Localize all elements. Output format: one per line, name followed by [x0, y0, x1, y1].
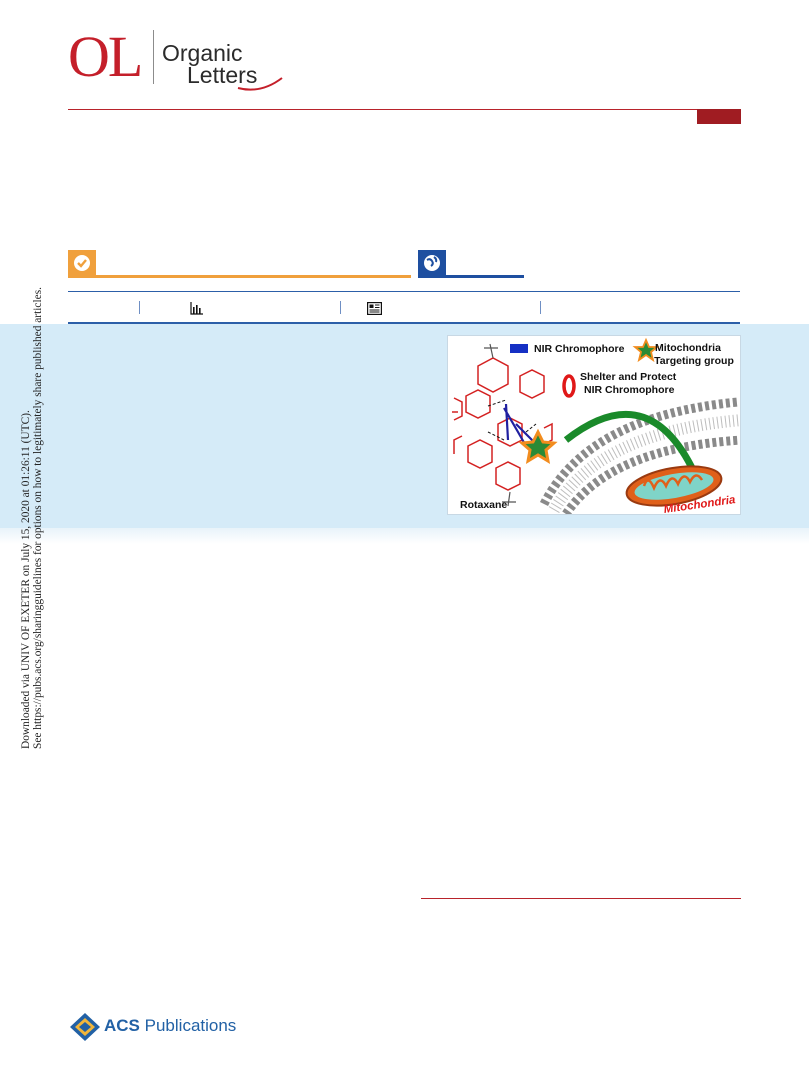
mitochondrion: [625, 465, 723, 507]
shelter-line2: NIR Chromophore: [584, 384, 675, 396]
bar-chart-icon[interactable]: [190, 302, 204, 315]
legend-mito-line1: Mitochondria: [655, 342, 721, 354]
legend-nir-label: NIR Chromophore: [534, 343, 625, 355]
publisher-name-part2: Publications: [144, 1016, 237, 1035]
shelter-ring-icon: [562, 374, 576, 398]
acs-shield-icon: [70, 1013, 100, 1041]
publisher-name: ACS Publications: [104, 1016, 236, 1036]
metrics-divider: [540, 301, 541, 314]
nir-chromophore-swatch: [510, 344, 528, 353]
logo-separator: [153, 30, 154, 84]
globe-badge[interactable]: [418, 250, 446, 276]
metrics-divider: [340, 301, 341, 314]
metrics-bar-top-rule: [68, 291, 740, 292]
check-badge-underline: [68, 275, 411, 278]
globe-badge-underline: [418, 275, 524, 278]
globe-icon: [424, 255, 440, 271]
journal-name-line2: Letters: [187, 62, 258, 88]
metrics-divider: [139, 301, 140, 314]
legend-mito-line2: Targeting group: [654, 355, 734, 367]
abstract-panel-fade: [0, 528, 809, 544]
legend-star-icon: [632, 337, 660, 363]
header-rule: [68, 109, 740, 110]
header-corner-tag: [697, 109, 741, 124]
metrics-bar-bottom-rule: [68, 322, 740, 324]
download-note-line2[interactable]: See https://pubs.acs.org/sharingguidelin…: [32, 287, 44, 749]
targeting-group-star: [518, 428, 558, 464]
transport-arrow: [563, 411, 698, 474]
journal-logo-mark: OL: [68, 24, 143, 89]
membrane-bilayer: [539, 397, 740, 514]
publisher-name-part1: ACS: [104, 1016, 140, 1035]
footnote-rule: [421, 898, 741, 899]
toc-graphic-figure: NIR Chromophore Mitochondria Targeting g…: [452, 337, 740, 514]
journal-name-line1: Organic: [162, 40, 243, 66]
check-icon: [74, 255, 90, 271]
download-note-line1: Downloaded via UNIV OF EXETER on July 15…: [20, 410, 32, 749]
rotaxane-label: Rotaxane: [460, 499, 507, 511]
article-icon[interactable]: [367, 302, 382, 315]
shelter-line1: Shelter and Protect: [580, 371, 677, 383]
rotaxane-structure: [452, 343, 553, 507]
toc-graphic: NIR Chromophore Mitochondria Targeting g…: [447, 335, 741, 515]
download-note: Downloaded via UNIV OF EXETER on July 15…: [20, 287, 44, 749]
check-badge[interactable]: [68, 250, 96, 276]
logo-swoosh-icon: [237, 77, 283, 91]
